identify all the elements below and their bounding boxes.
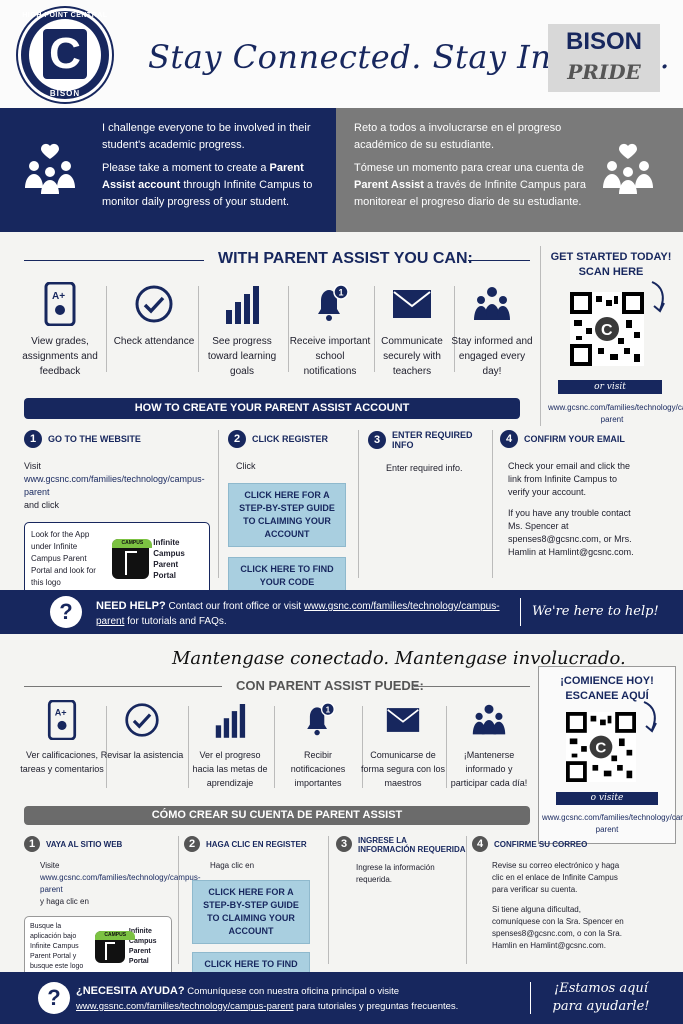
family-heart-icon bbox=[603, 143, 653, 194]
scan-heading: GET STARTED TODAY!SCAN HERE bbox=[550, 251, 672, 278]
bar-chart-icon bbox=[215, 704, 246, 738]
curved-arrow-icon bbox=[643, 701, 657, 733]
find-code-button[interactable]: CLICK HERE TO FIND YOUR CODE bbox=[228, 557, 346, 595]
tablet-grade-icon: A+ bbox=[47, 700, 77, 740]
feature-grades: A+ View grades, assignments and feedback bbox=[18, 282, 102, 379]
campus-parent-link-es[interactable]: www.gcsnc.com/families/technology/campus… bbox=[542, 813, 683, 834]
or-visit-banner: or visit bbox=[558, 380, 662, 394]
help-bar-es: ? ¿NECESITA AYUDA? Comuníquese con nuest… bbox=[0, 972, 683, 1024]
envelope-icon bbox=[386, 708, 420, 732]
app-callout-es: Busque la aplicación bajo Infinite Campu… bbox=[24, 916, 172, 978]
logo-letter: C bbox=[43, 29, 87, 79]
feature-communicate-es: Comunicarse de forma segura con los maes… bbox=[360, 700, 446, 790]
bar-chart-icon bbox=[226, 286, 259, 324]
svg-text:A+: A+ bbox=[52, 291, 65, 302]
spanish-title: Mantengase conectado. Mantengase involuc… bbox=[172, 648, 626, 669]
step1-url-link[interactable]: www.gcsnc.com/families/technology/campus… bbox=[24, 474, 205, 497]
guide-button[interactable]: CLICK HERE FOR A STEP-BY-STEP GUIDE TO C… bbox=[228, 483, 346, 547]
logo-top-text: HIGH POINT CENTRAL bbox=[22, 12, 108, 19]
intro-english: I challenge everyone to be involved in t… bbox=[0, 108, 336, 232]
help-title-es: ¿NECESITA AYUDA? bbox=[76, 985, 185, 997]
features-title: WITH PARENT ASSIST YOU CAN: bbox=[218, 250, 473, 267]
envelope-icon bbox=[393, 290, 431, 318]
svg-text:1: 1 bbox=[326, 705, 331, 714]
checkmark-circle-icon bbox=[125, 703, 159, 737]
qr-code-es[interactable]: C bbox=[566, 712, 636, 782]
feature-attendance: Check attendance bbox=[112, 282, 196, 349]
help-bar: ? NEED HELP? Contact our front office or… bbox=[0, 590, 683, 634]
svg-text:C: C bbox=[595, 740, 606, 757]
svg-text:A+: A+ bbox=[55, 707, 67, 717]
intro-en-line1: I challenge everyone to be involved in t… bbox=[102, 122, 311, 151]
howto-bar: HOW TO CREATE YOUR PARENT ASSIST ACCOUNT bbox=[24, 398, 520, 419]
guide-button-es[interactable]: CLICK HERE FOR A STEP-BY-STEP GUIDE TO C… bbox=[192, 880, 310, 944]
step1-url-link-es[interactable]: www.gcsnc.com/families/technology/campus… bbox=[40, 873, 201, 894]
features-title-es: CON PARENT ASSIST PUEDE: bbox=[236, 678, 424, 693]
feature-engaged-es: ¡Mantenerse informado y participar cada … bbox=[446, 700, 532, 790]
howto-bar-es: CÓMO CREAR SU CUENTA DE PARENT ASSIST bbox=[24, 806, 530, 825]
pride-text: PRIDE bbox=[567, 60, 641, 84]
family-group-icon bbox=[474, 287, 510, 320]
campus-app-logo: CAMPUS bbox=[95, 931, 136, 963]
campus-parent-link[interactable]: www.gcsnc.com/families/technology/campus… bbox=[548, 403, 683, 424]
checkmark-circle-icon bbox=[135, 285, 173, 323]
intro-es-line1: Reto a todos a involucrarse en el progre… bbox=[354, 122, 562, 151]
bell-notification-icon: 1 bbox=[318, 284, 349, 321]
app-callout: Look for the App under Infinite Campus P… bbox=[24, 522, 210, 596]
help-title: NEED HELP? bbox=[96, 600, 166, 612]
school-logo: HIGH POINT CENTRAL C BISON bbox=[18, 8, 112, 102]
feature-notifications-es: 1 Recibir notificaciones importantes bbox=[276, 700, 360, 790]
svg-text:1: 1 bbox=[339, 288, 344, 298]
intro-band: I challenge everyone to be involved in t… bbox=[0, 108, 683, 232]
feature-engaged: Stay informed and engaged every day! bbox=[450, 282, 534, 379]
feature-grades-es: A+ Ver calificaciones, tareas y comentar… bbox=[20, 700, 104, 776]
feature-communicate: Communicate securely with teachers bbox=[370, 282, 454, 379]
curved-arrow-icon bbox=[651, 281, 665, 313]
tablet-grade-icon: A+ bbox=[44, 282, 76, 326]
feature-attendance-es: Revisar la asistencia bbox=[100, 700, 184, 762]
help-url-link[interactable]: www.gsnc.com/families/technology/campus-… bbox=[96, 601, 500, 627]
intro-en-line2: Please take a moment to create a Parent … bbox=[102, 162, 313, 208]
help-script-es: ¡Estamos aquí para ayudarle! bbox=[552, 981, 650, 1014]
question-icon: ? bbox=[50, 596, 82, 628]
scan-heading-es: ¡COMIENCE HOY!ESCANEE AQUÍ bbox=[560, 675, 654, 702]
svg-text:C: C bbox=[601, 322, 613, 339]
feature-notifications: 1 Receive important school notifications bbox=[288, 282, 372, 379]
intro-spanish: Reto a todos a involucrarse en el progre… bbox=[336, 108, 683, 232]
question-icon: ? bbox=[38, 982, 70, 1014]
help-script: We're here to help! bbox=[532, 604, 659, 619]
feature-progress: See progress toward learning goals bbox=[200, 282, 284, 379]
bison-text: BISON bbox=[565, 28, 642, 55]
bison-pride-badge: BISON PRIDE bbox=[548, 24, 660, 92]
help-url-link-es[interactable]: www.gssnc.com/families/technology/campus… bbox=[76, 1001, 294, 1012]
logo-bottom-text: BISON bbox=[49, 89, 81, 98]
family-group-icon bbox=[472, 704, 506, 735]
qr-code[interactable]: C bbox=[570, 292, 644, 366]
feature-progress-es: Ver el progreso hacia las metas de apren… bbox=[188, 700, 272, 790]
family-heart-icon bbox=[25, 143, 75, 194]
or-visit-banner-es: o visite bbox=[556, 792, 658, 805]
campus-app-logo: CAMPUS bbox=[112, 539, 153, 579]
intro-es-line2: Tómese un momento para crear una cuenta … bbox=[354, 162, 586, 208]
bell-notification-icon: 1 bbox=[307, 702, 335, 736]
